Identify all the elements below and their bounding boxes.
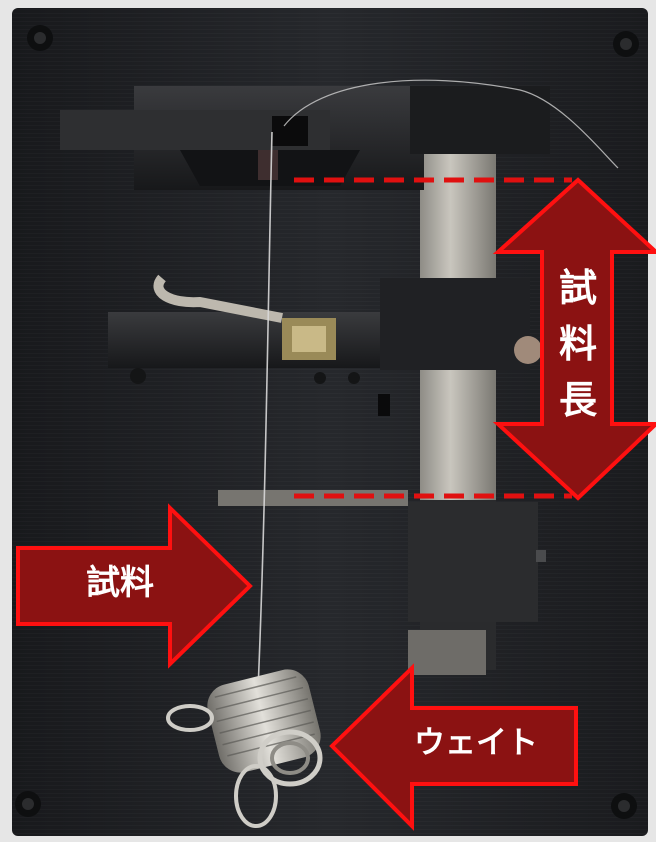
- screw-icon-bottom-right: [611, 793, 637, 819]
- left-arrow-icon: [329, 663, 578, 831]
- vertical-double-arrow-icon: [492, 177, 656, 501]
- middle-crosshead: [108, 312, 408, 368]
- screw-icon-bottom-left: [15, 791, 41, 817]
- weight-spring: [166, 669, 323, 828]
- right-arrow-icon: [16, 503, 253, 669]
- screw-icon-top-left: [27, 25, 53, 51]
- sample-thread: [257, 131, 273, 691]
- screw-icon-top-right: [613, 31, 639, 57]
